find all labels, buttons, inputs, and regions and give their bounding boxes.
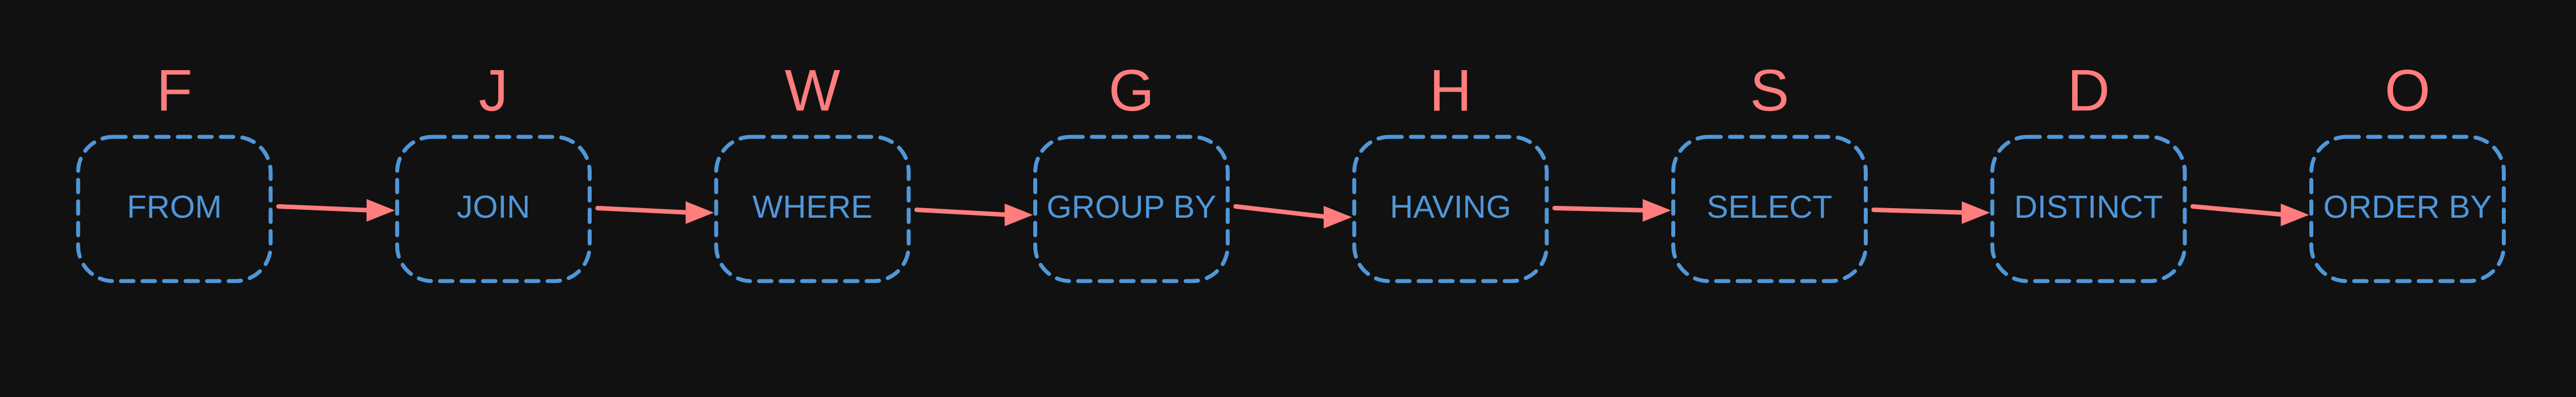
arrow-join-to-where [595, 201, 714, 224]
step-letter-order-by: O [2385, 58, 2430, 123]
step-letter-having: H [1429, 58, 1471, 123]
arrow-select-to-distinct [1871, 201, 1990, 224]
step-letter-group-by: G [1109, 58, 1154, 123]
step-box-having [1352, 135, 1549, 283]
step-letter-from: F [156, 58, 192, 123]
step-box-group-by [1033, 135, 1230, 283]
arrow-head [2280, 204, 2309, 226]
arrow-head [1324, 206, 1352, 228]
step-label-select: SELECT [1707, 189, 1833, 225]
arrow-line [276, 204, 375, 213]
step-box-distinct [1990, 135, 2187, 283]
step-box-select [1671, 135, 1868, 283]
arrow-line [1871, 208, 1970, 215]
step-label-where: WHERE [752, 189, 872, 225]
step-having: H HAVING [1352, 58, 1549, 283]
step-from: F FROM [76, 58, 273, 283]
step-group-by: G GROUP BY [1033, 58, 1230, 283]
arrow-head [366, 199, 395, 222]
arrow-head [686, 201, 714, 224]
step-letter-join: J [479, 58, 508, 123]
arrow-head [1962, 201, 1990, 224]
steps: F FROM J JOIN W WHERE G GROUP BY H HAVING S SELECT D… [76, 58, 2506, 283]
arrow-line [1552, 206, 1651, 213]
arrow-where-to-group-by [914, 204, 1033, 226]
step-label-order-by: ORDER BY [2323, 189, 2492, 225]
arrow-distinct-to-order-by [2190, 204, 2309, 226]
step-label-having: HAVING [1390, 189, 1511, 225]
arrow-head [1642, 199, 1671, 222]
step-box-join [395, 135, 592, 283]
step-letter-distinct: D [2067, 58, 2109, 123]
step-box-where [714, 135, 911, 283]
step-distinct: D DISTINCT [1990, 58, 2187, 283]
step-label-distinct: DISTINCT [2014, 189, 2163, 225]
arrow-line [1233, 204, 1332, 219]
step-where: W WHERE [714, 58, 911, 283]
step-label-from: FROM [127, 189, 222, 225]
arrow-head [1004, 204, 1033, 226]
step-select: S SELECT [1671, 58, 1868, 283]
arrow-line [914, 208, 1013, 217]
arrow-having-to-select [1552, 199, 1671, 222]
step-box-order-by [2309, 135, 2506, 283]
arrow-from-to-join [276, 199, 395, 222]
step-box-from [76, 135, 273, 283]
arrow-line [595, 206, 694, 215]
step-label-join: JOIN [457, 189, 530, 225]
arrow-group-by-to-having [1233, 204, 1352, 228]
step-join: J JOIN [395, 58, 592, 283]
step-order-by: O ORDER BY [2309, 58, 2506, 283]
step-letter-where: W [785, 58, 840, 123]
step-label-group-by: GROUP BY [1047, 189, 1217, 225]
arrows [276, 199, 2309, 228]
arrow-line [2190, 204, 2289, 217]
step-letter-select: S [1750, 58, 1789, 123]
